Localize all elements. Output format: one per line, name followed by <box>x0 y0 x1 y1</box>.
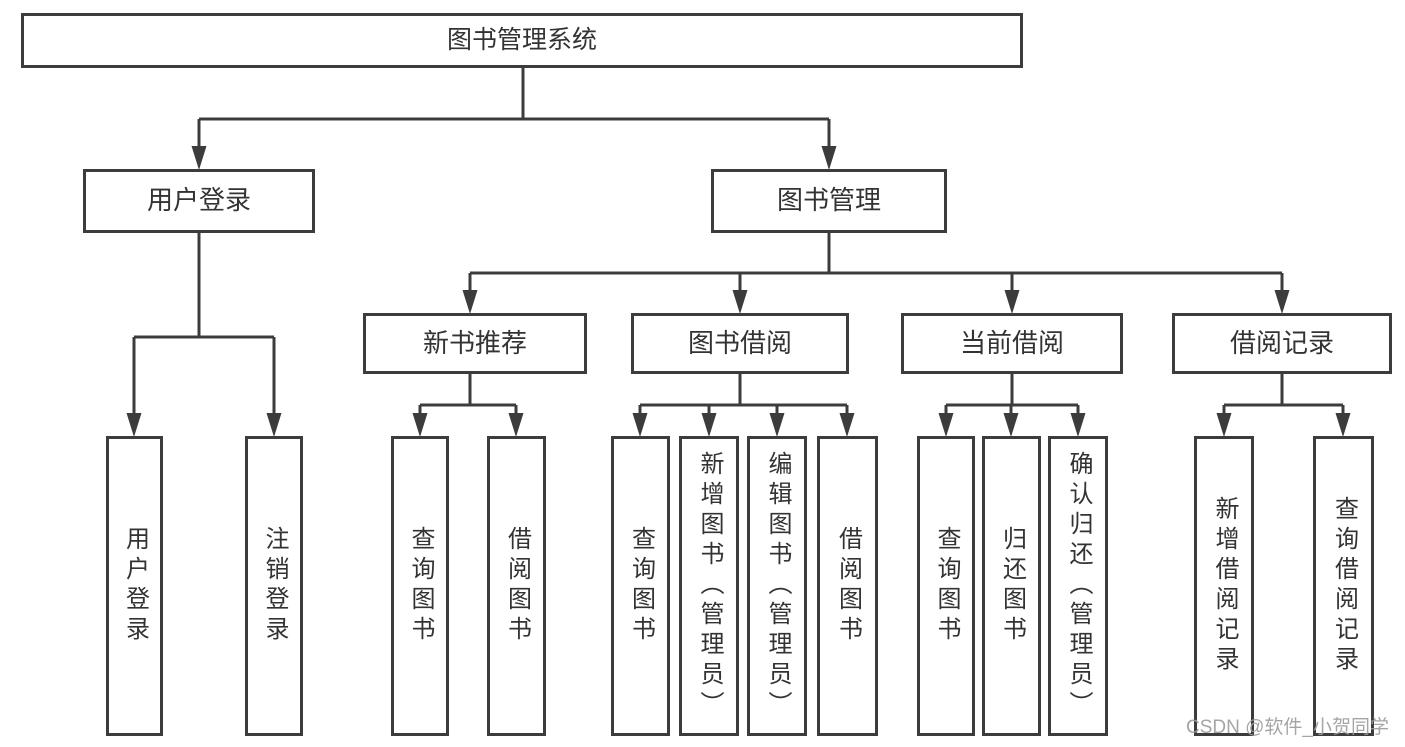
node-leaf-return-books: 归还图书 <box>982 436 1041 736</box>
node-leaf-borrow-books: 借阅图书 <box>487 436 546 736</box>
arrowhead <box>1003 413 1019 437</box>
node-leaf-query-books-2: 查询图书 <box>611 436 670 736</box>
branch-user-login <box>126 233 282 437</box>
arrowhead <box>1274 290 1290 314</box>
arrowhead <box>821 146 837 170</box>
node-leaf-query-borrow-record: 查询借阅记录 <box>1313 436 1374 736</box>
branch-root <box>191 68 837 170</box>
node-leaf-user-login: 用户登录 <box>106 436 163 736</box>
node-leaf-logout: 注销登录 <box>245 436 303 736</box>
arrowhead <box>732 290 748 314</box>
arrowhead <box>701 413 717 437</box>
branch-borrow-records <box>1216 374 1351 437</box>
branch-book-borrow <box>632 374 855 437</box>
node-leaf-edit-books-admin: 编辑图书（管理员） <box>747 436 807 736</box>
node-book-management: 图书管理 <box>711 169 947 233</box>
arrowhead <box>1335 413 1351 437</box>
node-leaf-add-borrow-record: 新增借阅记录 <box>1194 436 1254 736</box>
node-book-borrow: 图书借阅 <box>631 313 849 374</box>
arrowhead <box>1070 413 1086 437</box>
node-current-borrow: 当前借阅 <box>901 313 1123 374</box>
arrowhead <box>266 413 282 437</box>
branch-current-borrow <box>938 374 1086 437</box>
node-user-login: 用户登录 <box>83 169 315 233</box>
arrowhead <box>462 290 478 314</box>
node-leaf-add-books-admin: 新增图书（管理员） <box>679 436 739 736</box>
arrowhead <box>839 413 855 437</box>
node-leaf-query-books: 查询图书 <box>391 436 449 736</box>
arrowhead <box>769 413 785 437</box>
branch-new-book-recommend <box>412 374 524 437</box>
arrowhead <box>1004 290 1020 314</box>
node-borrow-records: 借阅记录 <box>1172 313 1392 374</box>
arrowhead <box>632 413 648 437</box>
arrowhead <box>1216 413 1232 437</box>
arrowhead <box>126 413 142 437</box>
node-leaf-query-books-3: 查询图书 <box>917 436 975 736</box>
arrowhead <box>412 413 428 437</box>
arrowhead <box>938 413 954 437</box>
arrowhead <box>508 413 524 437</box>
watermark: CSDN @软件_小贺同学 <box>1186 717 1389 738</box>
arrowhead <box>191 146 207 170</box>
node-new-book-recommend: 新书推荐 <box>363 313 587 374</box>
node-root: 图书管理系统 <box>21 13 1023 68</box>
node-leaf-confirm-return-admin: 确认归还（管理员） <box>1048 436 1108 736</box>
branch-book-management <box>462 233 1290 314</box>
node-leaf-borrow-books-2: 借阅图书 <box>817 436 878 736</box>
